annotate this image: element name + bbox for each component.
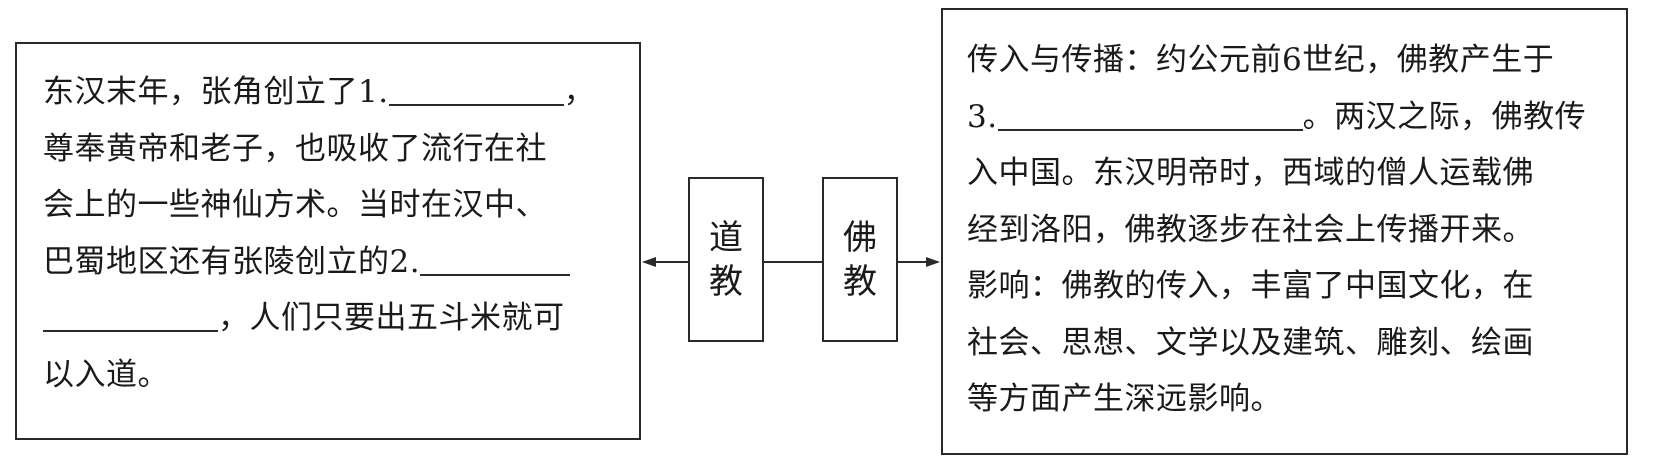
fill-in-blank[interactable] [43,299,218,332]
text-line: ，人们只要出五斗米就可 [43,290,617,347]
text-line: 会上的一些神仙方术。当时在汉中、 [43,177,617,234]
daoism-description-box: 东汉末年，张角创立了1. ， 尊奉黄帝和老子，也吸收了流行在社会上的一些神仙方术。当… [15,42,641,440]
text-line: 影响：佛教的传入，丰富了中国文化，在 [967,258,1602,315]
buddhism-node-char-2: 教 [843,261,877,302]
line-text: 影响：佛教的传入，丰富了中国文化，在 [967,268,1534,304]
line-text: 。两汉之际，佛教传 [1302,98,1587,135]
text-line: 社会、思想、文学以及建筑、雕刻、绘画 [967,315,1602,372]
line-text: 巴蜀地区还有张陵创立的2. [43,243,421,280]
daoism-node: 道 教 [688,177,764,342]
line-text: 社会、思想、文学以及建筑、雕刻、绘画 [967,324,1534,361]
buddhism-node: 佛 教 [822,177,898,342]
line-text: 传入与传播：约公元前6世纪，佛教产生于 [967,42,1555,78]
daoism-node-char-2: 教 [709,261,743,302]
line-text: ， [563,74,596,110]
text-line: 等方面产生深远影响。 [967,371,1602,428]
daoism-node-char-1: 道 [709,217,743,258]
text-line: 东汉末年，张角创立了1. ， [43,64,617,121]
text-line: 经到洛阳，佛教逐步在社会上传播开来。 [967,202,1602,259]
text-line: 尊奉黄帝和老子，也吸收了流行在社 [43,121,617,178]
buddhism-text: 传入与传播：约公元前6世纪，佛教产生于 3. 。两汉之际，佛教传入中国。东汉明帝时，… [967,32,1602,428]
line-text: 东汉末年，张角创立了1. [43,74,389,110]
line-text: 3. [967,98,998,135]
line-text: 经到洛阳，佛教逐步在社会上传播开来。 [967,211,1534,248]
line-text: 以入道。 [43,356,169,393]
line-text: 会上的一些神仙方术。当时在汉中、 [43,187,547,223]
line-text: ，人们只要出五斗米就可 [218,300,565,336]
daoism-text: 东汉末年，张角创立了1. ， 尊奉黄帝和老子，也吸收了流行在社会上的一些神仙方术。当… [43,64,617,403]
text-line: 以入道。 [43,347,617,404]
text-line: 巴蜀地区还有张陵创立的2. [43,234,617,291]
buddhism-node-char-1: 佛 [843,217,877,258]
fill-in-blank[interactable] [388,73,564,106]
line-text: 入中国。东汉明帝时，西域的僧人运载佛 [967,155,1534,191]
text-line: 传入与传播：约公元前6世纪，佛教产生于 [967,32,1602,89]
buddhism-description-box: 传入与传播：约公元前6世纪，佛教产生于 3. 。两汉之际，佛教传入中国。东汉明帝时，… [941,8,1628,455]
fill-in-blank[interactable] [420,243,571,276]
fill-in-blank[interactable] [997,98,1303,131]
text-line: 入中国。东汉明帝时，西域的僧人运载佛 [967,145,1602,202]
line-text: 尊奉黄帝和老子，也吸收了流行在社 [43,130,547,167]
line-text: 等方面产生深远影响。 [967,381,1282,417]
text-line: 3. 。两汉之际，佛教传 [967,89,1602,146]
